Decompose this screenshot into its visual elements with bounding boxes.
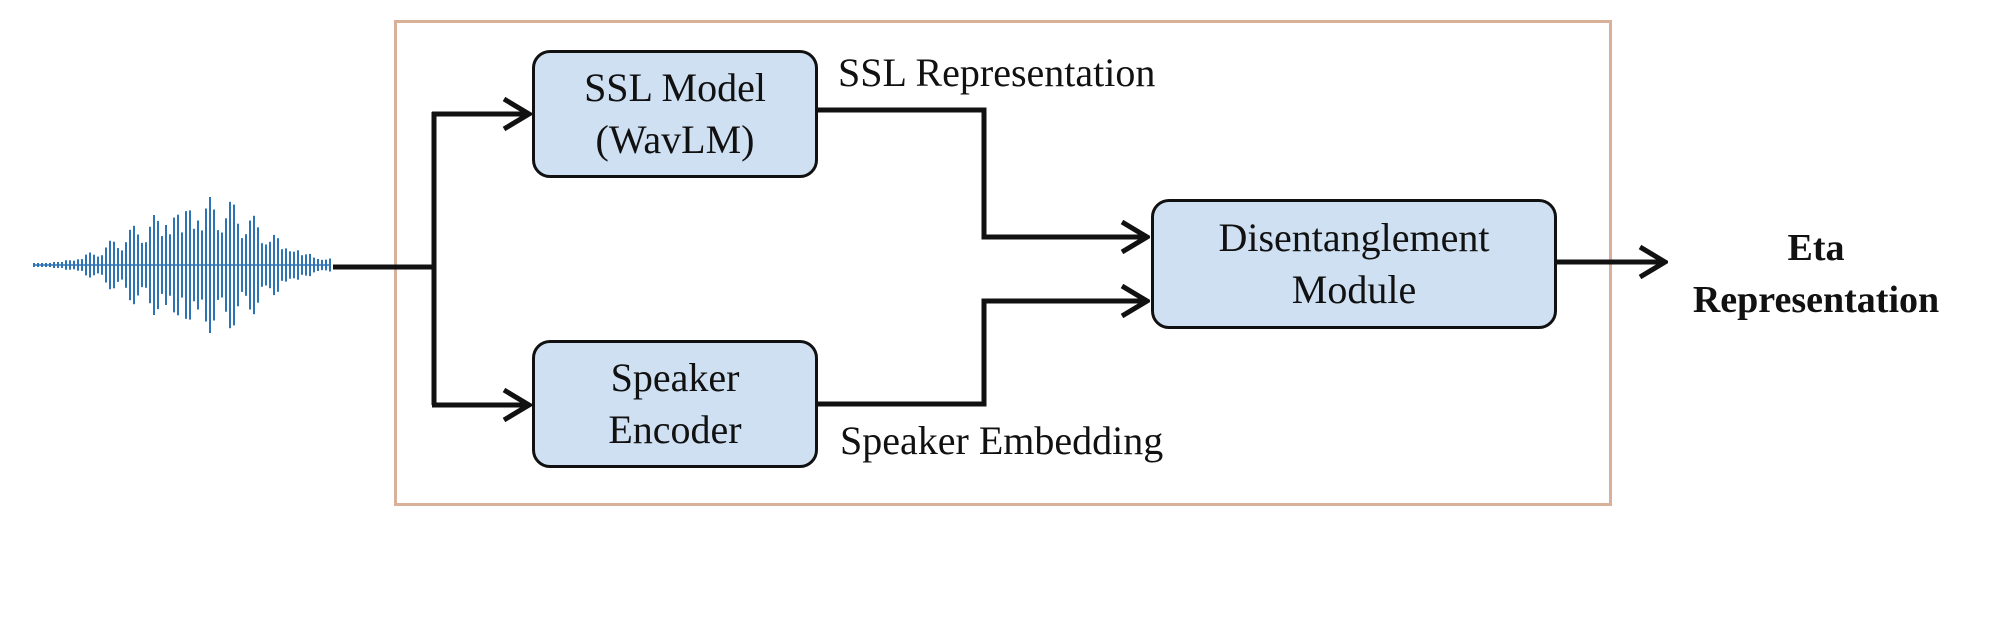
ssl-representation-connector — [816, 107, 1146, 237]
ssl-model-label-line2: (WavLM) — [595, 117, 755, 162]
audio-waveform-icon — [33, 197, 331, 333]
speaker-embedding-label: Speaker Embedding — [840, 418, 1164, 463]
speaker-encoder-label-line1: Speaker — [610, 355, 740, 400]
disentanglement-module-box: Disentanglement Module — [1151, 199, 1557, 329]
speaker-embedding-connector — [816, 301, 1146, 407]
disentanglement-label-line2: Module — [1291, 267, 1417, 312]
eta-representation-output: Eta Representation — [1666, 222, 1966, 326]
output-label-line2: Representation — [1692, 279, 1940, 321]
ssl-model-box: SSL Model (WavLM) — [532, 50, 818, 178]
disentanglement-label-line1: Disentanglement — [1218, 215, 1490, 260]
speaker-encoder-box: Speaker Encoder — [532, 340, 818, 468]
output-label-line1: Eta — [1787, 227, 1845, 269]
ssl-model-label-line1: SSL Model — [584, 65, 766, 110]
ssl-representation-label: SSL Representation — [838, 50, 1156, 95]
speaker-encoder-label-line2: Encoder — [608, 407, 742, 452]
